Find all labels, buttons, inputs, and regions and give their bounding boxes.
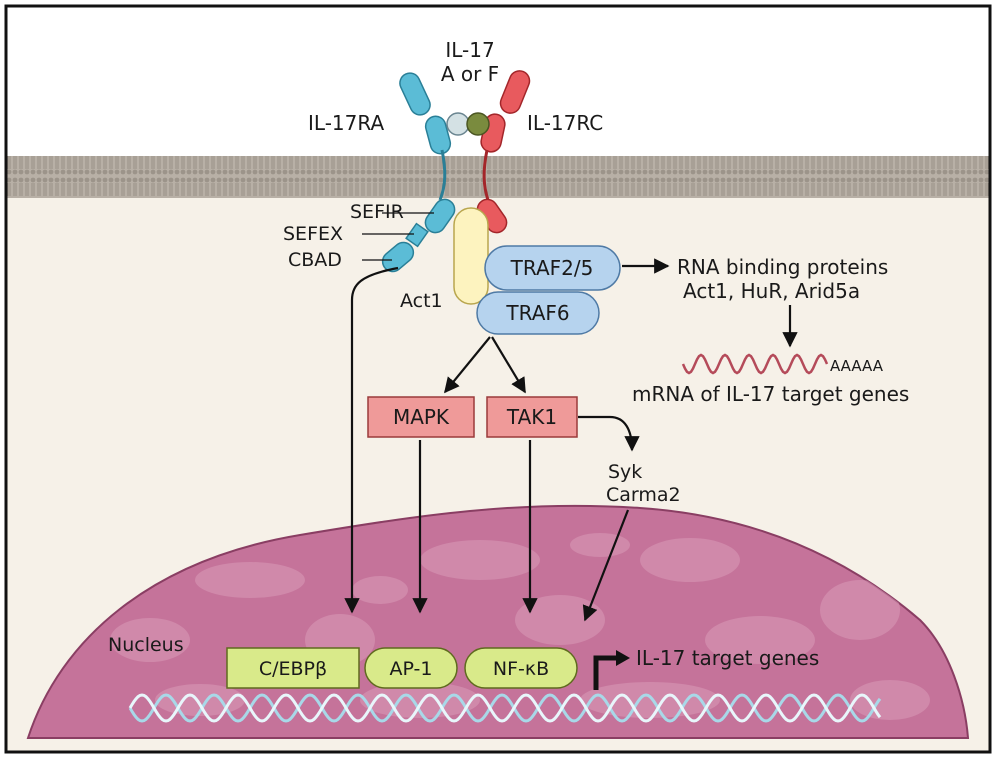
target-genes-label: IL-17 target genes [636, 646, 819, 670]
transcription-start-arrow [593, 650, 630, 690]
rbp-label-line1: RNA binding proteins [677, 255, 888, 279]
act1-adaptor [453, 207, 489, 305]
mrna-label: mRNA of IL-17 target genes [632, 382, 909, 406]
il17-ligand-dimer [446, 112, 490, 136]
mapk-label: MAPK [393, 405, 450, 429]
cbad-to-cebpb-arrow [344, 266, 399, 614]
traf6-to-mapk-arrow [444, 336, 491, 394]
traf25-label: TRAF2/5 [510, 256, 594, 280]
traf6-to-tak1-arrow [491, 336, 526, 394]
nfkb-label: NF-κB [493, 658, 549, 680]
cebpb-box [226, 647, 360, 689]
cell-membrane [6, 156, 990, 198]
tak1-box [486, 396, 578, 438]
polya-tail-label: AAAAA [830, 357, 884, 375]
traf6-label: TRAF6 [505, 301, 569, 325]
syk-label-line1: Syk [608, 461, 642, 483]
tak1-to-syk-arrow [578, 415, 640, 452]
cbad-label: CBAD [288, 249, 342, 271]
il17ra-receptor [381, 72, 456, 273]
traf25-box [484, 245, 621, 291]
il17ra-label: IL-17RA [308, 111, 384, 135]
sefex-label: SEFEX [283, 223, 343, 245]
arrows [344, 258, 798, 622]
nfkb-box [464, 647, 578, 689]
ligand-label-line1: IL-17 [445, 38, 494, 62]
dna-helix [128, 693, 882, 723]
ligand-label-line2: A or F [441, 62, 499, 86]
il17rc-label: IL-17RC [527, 111, 603, 135]
traf6-box [476, 291, 600, 335]
rbp-label-line2: Act1, HuR, Arid5a [683, 279, 860, 303]
mrna-strand [681, 353, 829, 375]
act1-label: Act1 [400, 290, 443, 312]
ap1-box [364, 647, 458, 689]
cebpb-label: C/EBPβ [259, 658, 327, 680]
figure-frame [4, 4, 992, 754]
mapk-box [367, 396, 475, 438]
syk-to-nfkb-arrow [582, 509, 630, 622]
nucleus-label: Nucleus [108, 634, 184, 656]
syk-label-line2: Carma2 [606, 484, 681, 506]
sefir-label: SEFIR [350, 201, 404, 223]
ap1-label: AP-1 [390, 658, 433, 680]
tak1-label: TAK1 [506, 405, 557, 429]
